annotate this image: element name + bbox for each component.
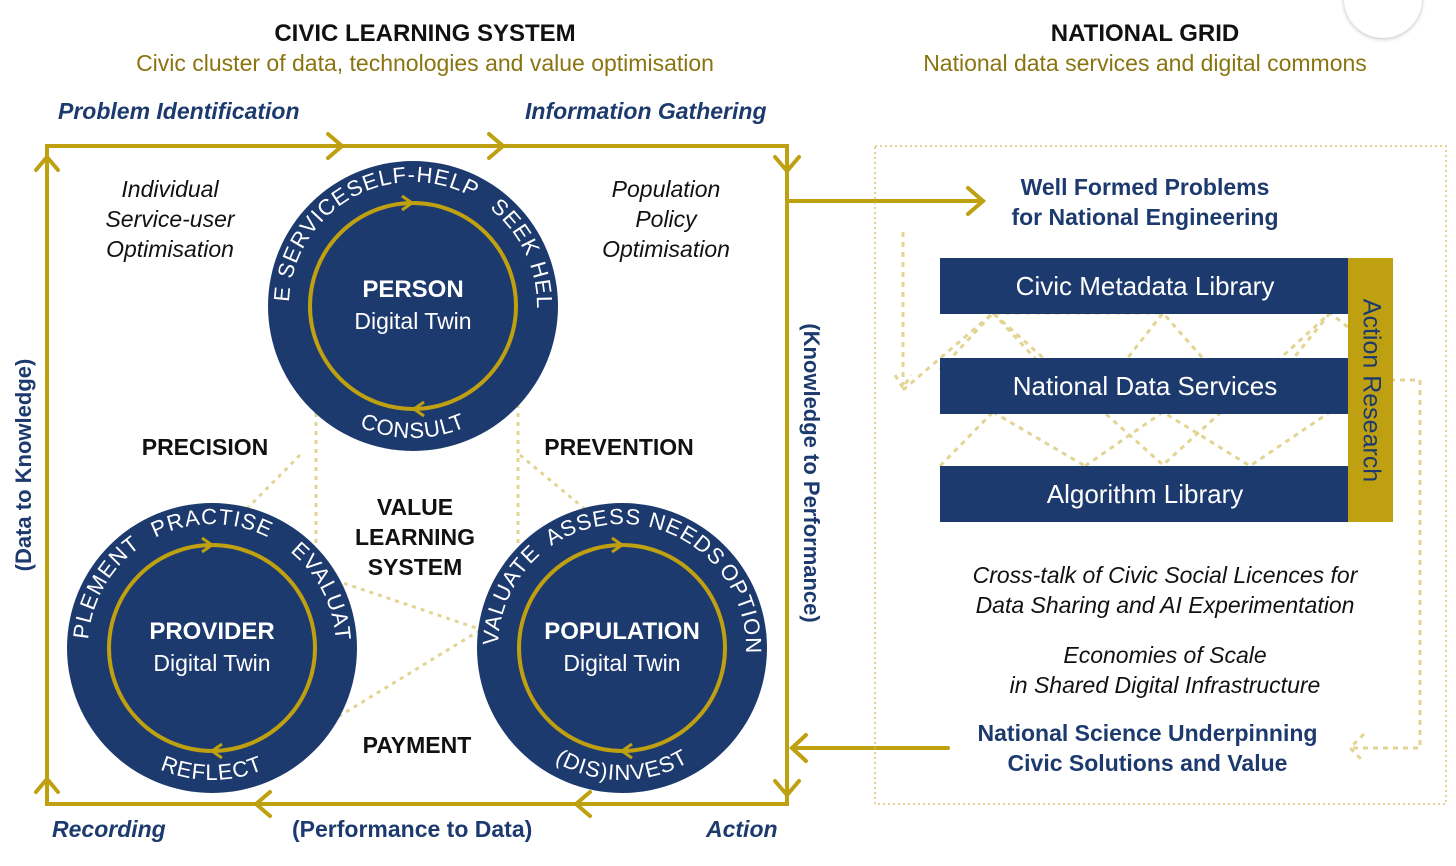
cross-talk-text: Cross-talk of Civic Social Licences for … (972, 562, 1358, 618)
person-twin: PERSON Digital Twin (313, 276, 513, 335)
bar-civic-metadata-library: Civic Metadata Library (940, 258, 1350, 314)
right-header-title: NATIONAL GRID (1050, 20, 1240, 47)
national-science-text: National Science Underpinning Civic Solu… (977, 720, 1318, 776)
left-header-title: CIVIC LEARNING SYSTEM (274, 20, 576, 47)
action-research-label: Action Research (1357, 298, 1386, 483)
label-knowledge-to-performance: (Knowledge to Performance) (799, 323, 824, 623)
bar-algorithm-library: Algorithm Library (940, 466, 1350, 522)
provider-twin: PROVIDER Digital Twin (112, 618, 312, 677)
individual-optimisation: Individual Service-user Optimisation (105, 176, 235, 262)
label-problem-identification: Problem Identification (58, 98, 300, 124)
population-twin-disc (477, 503, 767, 793)
person-twin-subtitle: Digital Twin (354, 308, 472, 334)
frame-arrows (34, 132, 801, 818)
population-twin: POPULATION Digital Twin (522, 618, 722, 677)
label-performance-to-data: (Performance to Data) (292, 816, 533, 842)
label-data-to-knowledge: (Data to Knowledge) (11, 358, 36, 572)
learning-frame (45, 144, 789, 806)
economies-text: Economies of Scale in Shared Digital Inf… (1009, 642, 1321, 698)
population-twin-name: POPULATION (544, 618, 700, 645)
label-recording: Recording (52, 816, 166, 842)
app-badge[interactable] (1344, 0, 1422, 38)
person-twin-disc (268, 161, 558, 451)
zone-payment: PAYMENT (362, 732, 472, 758)
bar-national-data-services: National Data Services (940, 358, 1350, 414)
population-optimisation: Population Policy Optimisation (602, 176, 730, 262)
provider-twin-disc (67, 503, 357, 793)
action-research-box: Action Research (1348, 258, 1393, 522)
right-header-subtitle: National data services and digital commo… (923, 50, 1367, 76)
national-grid-box (874, 145, 1447, 805)
zone-precision: PRECISION (141, 434, 269, 460)
provider-twin-subtitle: Digital Twin (153, 650, 271, 676)
label-information-gathering: Information Gathering (525, 98, 767, 124)
person-twin-name: PERSON (362, 276, 464, 303)
left-header-subtitle: Civic cluster of data, technologies and … (136, 50, 714, 76)
well-formed-problems: Well Formed Problems for National Engine… (1011, 174, 1279, 230)
arrow-from-national (789, 733, 950, 763)
zone-prevention: PREVENTION (544, 434, 694, 460)
label-action: Action (706, 816, 778, 842)
population-twin-subtitle: Digital Twin (563, 650, 681, 676)
arrow-to-national (785, 186, 987, 216)
value-learning-system: VALUE LEARNING SYSTEM (354, 494, 476, 580)
provider-twin-name: PROVIDER (149, 618, 275, 645)
